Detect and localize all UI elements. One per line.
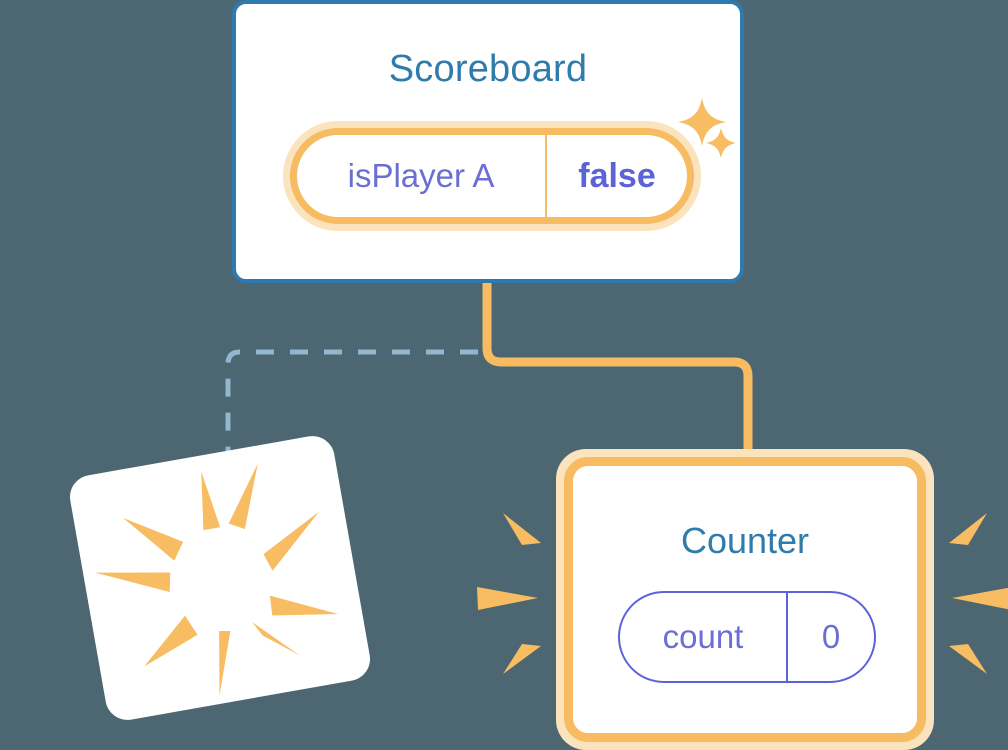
counter-state-pill[interactable]: count 0	[618, 591, 876, 683]
scoreboard-title: Scoreboard	[388, 48, 588, 90]
burst-ray-icon	[201, 471, 221, 531]
burst-ray-icon	[269, 595, 339, 616]
scoreboard-state-value: false	[578, 156, 656, 195]
counter-title: Counter	[680, 520, 810, 561]
burst-ray-icon	[144, 615, 198, 667]
counter-state-key: count	[620, 593, 788, 681]
burst-ray-icon	[252, 622, 300, 656]
burst-ray-icon	[95, 572, 171, 592]
blank-card[interactable]	[66, 432, 374, 724]
counter-state-value: 0	[821, 618, 841, 655]
burst-ray-icon	[477, 587, 538, 610]
counter-card[interactable]: Counter count 0	[556, 449, 934, 750]
burst-ray-icon	[503, 644, 541, 674]
sparkle-icon	[706, 128, 736, 158]
burst-ray-icon	[949, 644, 987, 674]
burst-ray-icon	[263, 511, 320, 571]
burst-ray-icon	[503, 513, 541, 545]
connector-scoreboard-to-counter	[482, 283, 753, 470]
scoreboard-state-key: isPlayer A	[297, 135, 547, 217]
burst-ray-icon	[219, 630, 231, 696]
burst-ray-icon	[952, 587, 1008, 610]
burst-ray-icon	[228, 463, 258, 529]
blank-card-burst	[95, 463, 339, 696]
burst-ray-icon	[949, 513, 987, 545]
connector-scoreboard-to-blank-card	[225, 349, 478, 472]
scoreboard-state-pill[interactable]: isPlayer A false	[283, 121, 701, 231]
burst-ray-icon	[123, 517, 184, 561]
sparkle-icon	[678, 98, 726, 146]
scoreboard-card[interactable]: Scoreboard isPlayer A false	[232, 0, 744, 283]
